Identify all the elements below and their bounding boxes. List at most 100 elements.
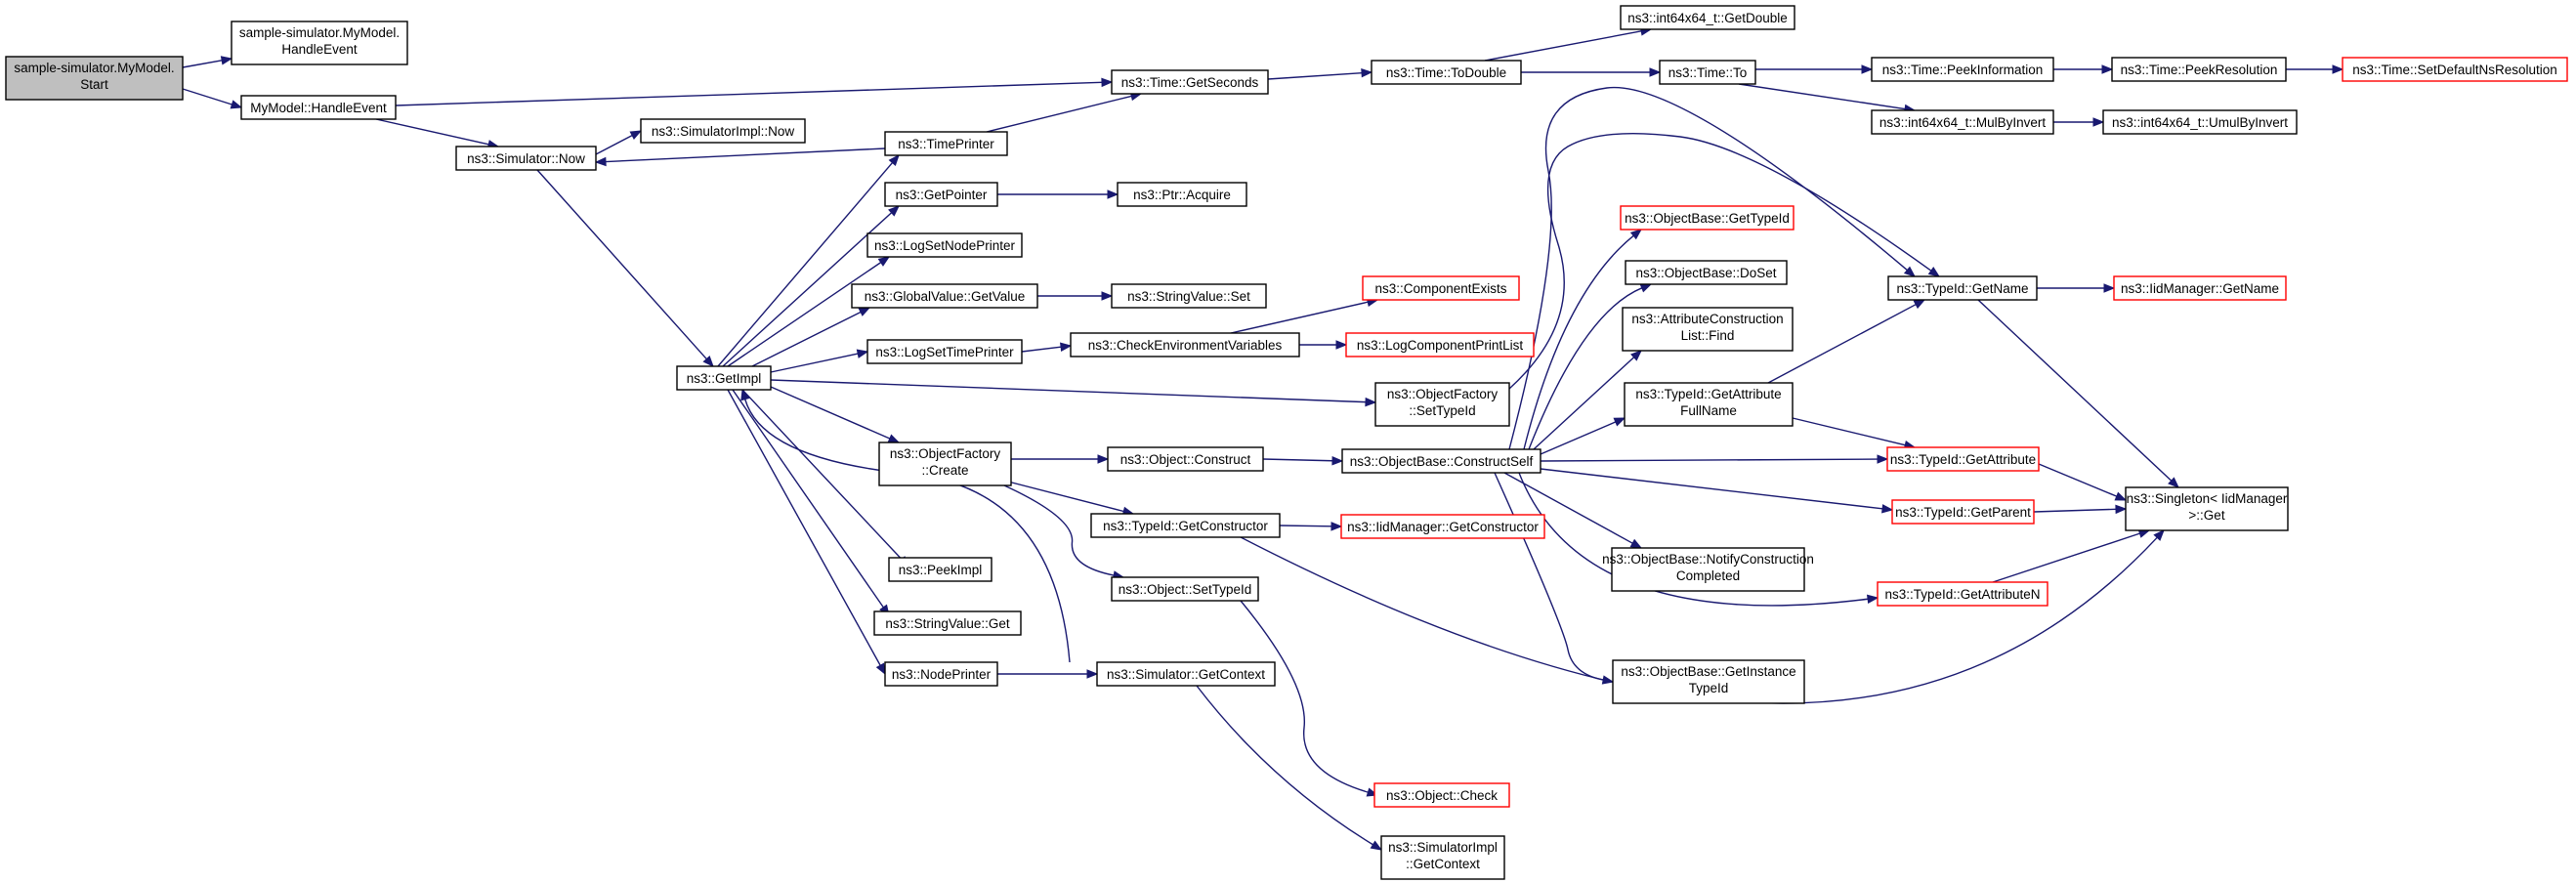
node-oconstruct[interactable]: ns3::Object::Construct: [1107, 446, 1264, 472]
node-getpointer[interactable]: ns3::GetPointer: [884, 182, 998, 207]
edge-line: [717, 162, 894, 367]
node-simimplnow[interactable]: ns3::SimulatorImpl::Now: [640, 118, 806, 144]
node-box: [1090, 513, 1281, 538]
node-tgetname[interactable]: ns3::TypeId::GetName: [1887, 275, 2038, 301]
node-tgetattr[interactable]: ns3::TypeId::GetAttribute: [1886, 446, 2040, 472]
node-now[interactable]: ns3::Simulator::Now: [455, 146, 597, 171]
arrowhead: [877, 256, 891, 267]
node-box: [2125, 486, 2289, 531]
node-svget[interactable]: ns3::StringValue::Get: [873, 610, 1022, 636]
node-timeprinter[interactable]: ns3::TimePrinter: [884, 131, 1008, 156]
arrowhead: [856, 349, 869, 358]
node-ofcreate[interactable]: ns3::ObjectFactory::Create: [878, 442, 1012, 486]
arrowhead: [858, 307, 871, 316]
arrowhead: [2092, 117, 2105, 127]
node-label: ns3::Time::PeekResolution: [2121, 63, 2278, 77]
node-nodeprinter[interactable]: ns3::NodePrinter: [884, 661, 998, 687]
node-peekimpl[interactable]: ns3::PeekImpl: [888, 557, 992, 582]
node-getseconds[interactable]: ns3::Time::GetSeconds: [1111, 69, 1269, 95]
node-simimplctx[interactable]: ns3::SimulatorImpl::GetContext: [1380, 835, 1505, 880]
edge-tgetattrfull-to-tgetattr: [1792, 417, 1917, 450]
node-he[interactable]: MyModel::HandleEvent: [240, 95, 397, 120]
node-box: [1877, 581, 2048, 607]
node-label: Start: [80, 77, 108, 92]
node-logcomplist[interactable]: ns3::LogComponentPrintList: [1345, 332, 1535, 357]
node-box: [1620, 205, 1795, 231]
edge-line: [1267, 71, 1363, 80]
node-box: [1111, 283, 1267, 309]
node-logtime[interactable]: ns3::LogSetTimePrinter: [866, 339, 1023, 364]
node-lognode[interactable]: ns3::LogSetNodePrinter: [866, 232, 1023, 258]
node-box: [1117, 182, 1247, 207]
node-timeto[interactable]: ns3::Time::To: [1659, 60, 1756, 85]
edge-obconstructself-to-tgetattr: [1540, 454, 1889, 464]
node-mulbyinv[interactable]: ns3::int64x64_t::MulByInvert: [1871, 109, 2054, 135]
node-label: ns3::ObjectBase::DoSet: [1635, 266, 1776, 280]
node-checkenv[interactable]: ns3::CheckEnvironmentVariables: [1070, 332, 1300, 357]
node-obdoset[interactable]: ns3::ObjectBase::DoSet: [1625, 260, 1788, 285]
node-acquire[interactable]: ns3::Ptr::Acquire: [1117, 182, 1247, 207]
node-ofsettid[interactable]: ns3::ObjectFactory::SetTypeId: [1374, 382, 1510, 427]
node-simgetctx[interactable]: ns3::Simulator::GetContext: [1096, 661, 1276, 687]
edge-line: [1503, 472, 1633, 544]
node-osettid[interactable]: ns3::Object::SetTypeId: [1111, 576, 1259, 602]
node-tgetattrn[interactable]: ns3::TypeId::GetAttributeN: [1877, 581, 2048, 607]
node-tgetctor[interactable]: ns3::TypeId::GetConstructor: [1090, 513, 1281, 538]
node-mm_he[interactable]: sample-simulator.MyModel.HandleEvent: [231, 21, 408, 65]
node-label: ns3::ObjectFactory: [1387, 387, 1499, 401]
node-gvget[interactable]: ns3::GlobalValue::GetValue: [851, 283, 1038, 309]
node-singleton[interactable]: ns3::Singleton< IidManager>::Get: [2125, 486, 2289, 531]
node-obnotify[interactable]: ns3::ObjectBase::NotifyConstructionCompl…: [1602, 547, 1814, 592]
edge-line: [986, 95, 1132, 133]
edge-line: [1494, 472, 1604, 681]
node-label: ns3::TypeId::GetAttributeN: [1884, 587, 2040, 602]
node-label: ns3::ObjectBase::NotifyConstruction: [1602, 552, 1814, 567]
edge-line: [1003, 480, 1124, 513]
node-getimpl[interactable]: ns3::GetImpl: [676, 365, 772, 391]
node-box: [2342, 57, 2568, 82]
node-iidgetctor[interactable]: ns3::IidManager::GetConstructor: [1340, 514, 1545, 539]
edge-line: [375, 118, 489, 146]
node-setdefres[interactable]: ns3::Time::SetDefaultNsResolution: [2342, 57, 2568, 82]
arrowhead: [1331, 456, 1344, 466]
node-label: ns3::Object::Construct: [1120, 452, 1251, 467]
node-svset[interactable]: ns3::StringValue::Set: [1111, 283, 1267, 309]
node-todouble[interactable]: ns3::Time::ToDouble: [1371, 60, 1522, 85]
node-label: ns3::IidManager::GetName: [2121, 281, 2279, 296]
node-ocheck[interactable]: ns3::Object::Check: [1373, 782, 1510, 808]
node-label: ::Create: [921, 463, 968, 478]
node-getdouble[interactable]: ns3::int64x64_t::GetDouble: [1620, 5, 1795, 30]
node-label: ns3::ObjectBase::ConstructSelf: [1350, 454, 1534, 469]
node-tgetparent[interactable]: ns3::TypeId::GetParent: [1891, 499, 2035, 525]
node-peekres[interactable]: ns3::Time::PeekResolution: [2111, 57, 2287, 82]
edge-timeto-to-peekinfo: [1755, 64, 1874, 74]
arrowhead: [1903, 266, 1917, 277]
node-compexists[interactable]: ns3::ComponentExists: [1362, 275, 1520, 301]
edge-ofcreate-to-tgetctor: [1003, 480, 1135, 516]
edge-line: [732, 389, 884, 609]
edge-start-to-he: [182, 88, 243, 109]
node-box: [1340, 514, 1545, 539]
edge-osettid-to-ocheck: [1240, 600, 1379, 797]
node-label: ns3::Object::Check: [1386, 788, 1498, 803]
edge-line: [182, 60, 223, 68]
node-label: ns3::LogSetNodePrinter: [874, 238, 1016, 253]
node-iidgetname[interactable]: ns3::IidManager::GetName: [2113, 275, 2287, 301]
node-obgettid[interactable]: ns3::ObjectBase::GetTypeId: [1620, 205, 1795, 231]
node-peekinfo[interactable]: ns3::Time::PeekInformation: [1871, 57, 2054, 82]
edge-line: [1508, 132, 1932, 390]
node-start[interactable]: sample-simulator.MyModel.Start: [5, 56, 184, 101]
node-obconstructself[interactable]: ns3::ObjectBase::ConstructSelf: [1341, 448, 1541, 474]
edge-timeto-to-mulbyinv: [1738, 83, 1917, 114]
node-box: [1887, 275, 2038, 301]
edge-obconstructself-to-tgetattrfull: [1540, 417, 1626, 455]
node-box: [1345, 332, 1535, 357]
node-umulbyinv[interactable]: ns3::int64x64_t::UmulByInvert: [2102, 109, 2298, 135]
node-label: ns3::Time::PeekInformation: [1882, 63, 2044, 77]
node-box: [1380, 835, 1505, 880]
node-label: ns3::LogSetTimePrinter: [875, 345, 1014, 359]
edge-now-to-simimplnow: [595, 130, 643, 155]
